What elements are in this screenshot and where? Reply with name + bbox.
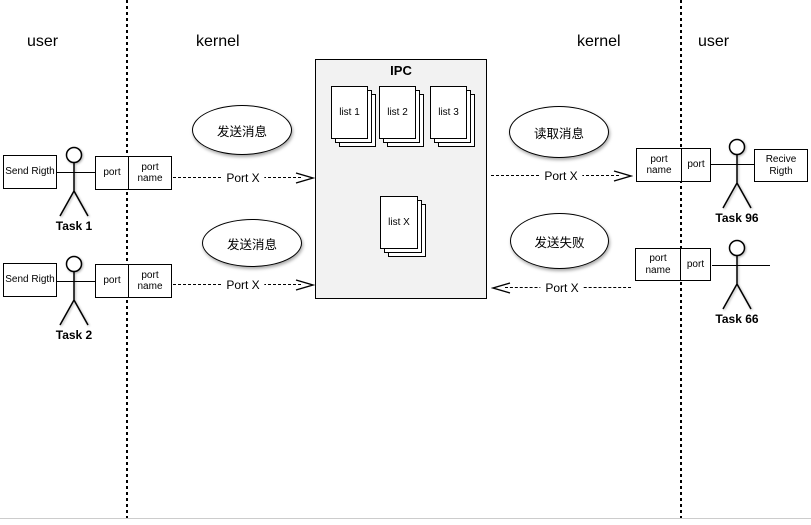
send-message-ellipse-top: 发送消息 [192,105,292,155]
stick-figure-icon [722,239,752,310]
message-queue-stack-3: list 3 [430,86,475,147]
connector-task96 [711,164,755,165]
arrowhead-right-icon [295,172,315,184]
port-box-task2: port port name [95,264,172,298]
message-queue-stack-1: list 1 [331,86,376,147]
send-fail-ellipse: 发送失败 [510,213,609,269]
actor-task96 [715,138,759,215]
port-name-cell: port name [637,149,682,181]
port-cell: port [103,167,121,179]
actor-task66 [715,239,759,316]
stack-front-page: list X [380,196,418,249]
port-cell: port [686,258,705,270]
bottom-edge-line [0,518,811,519]
receive-right-box-task96: Recive Rigth [754,149,808,182]
arrow-label: Port X [221,171,265,185]
port-cell: port [687,159,705,171]
stack-front-page: list 3 [430,86,467,139]
zone-label-kernel-right: kernel [577,33,621,50]
connector-task66 [712,265,770,266]
port-box-task66: port name port [635,248,711,281]
actor-task1 [52,146,96,223]
actor-task2 [52,255,96,332]
arrowhead-right-icon [613,170,633,182]
connector-task2 [57,281,95,282]
stick-figure-icon [59,146,89,217]
task96-label: Task 96 [715,211,759,225]
port-box-task96: port name port [636,148,711,182]
send-message-ellipse-bottom: 发送消息 [202,219,302,267]
read-message-ellipse: 读取消息 [509,106,609,158]
ipc-title: IPC [390,63,412,78]
message-queue-stack-x: list X [380,196,426,257]
message-queue-stack-2: list 2 [379,86,424,147]
zone-label-user-left: user [27,33,59,50]
connector-task1 [57,172,95,173]
arrow-label: Port X [540,281,584,295]
task2-label: Task 2 [55,328,93,342]
port-x-arrow-left-bottom: Port X [173,277,315,293]
arrowhead-left-icon [491,282,511,294]
user-kernel-boundary-left [126,0,128,520]
send-right-box-task2: Send Rigth [3,263,57,297]
stick-figure-icon [59,255,89,326]
arrow-label: Port X [221,278,265,292]
port-name-cell: port name [128,157,171,189]
task66-label: Task 66 [715,312,759,326]
port-x-arrow-left-top: Port X [173,170,315,186]
arrowhead-right-icon [295,279,315,291]
port-name-cell: port name [128,265,171,297]
arrow-label: Port X [539,169,583,183]
stack-front-page: list 1 [331,86,368,139]
task1-label: Task 1 [55,219,93,233]
zone-label-user-right: user [698,33,730,50]
stack-front-page: list 2 [379,86,416,139]
port-x-arrow-right-bottom: Port X [491,280,631,296]
send-right-box-task1: Send Rigth [3,155,57,189]
port-box-task1: port port name [95,156,172,190]
port-name-cell: port name [636,249,681,280]
port-cell: port [103,275,121,287]
port-x-arrow-right-top: Port X [491,168,633,184]
zone-label-kernel-left: kernel [196,33,240,50]
stick-figure-icon [722,138,752,209]
